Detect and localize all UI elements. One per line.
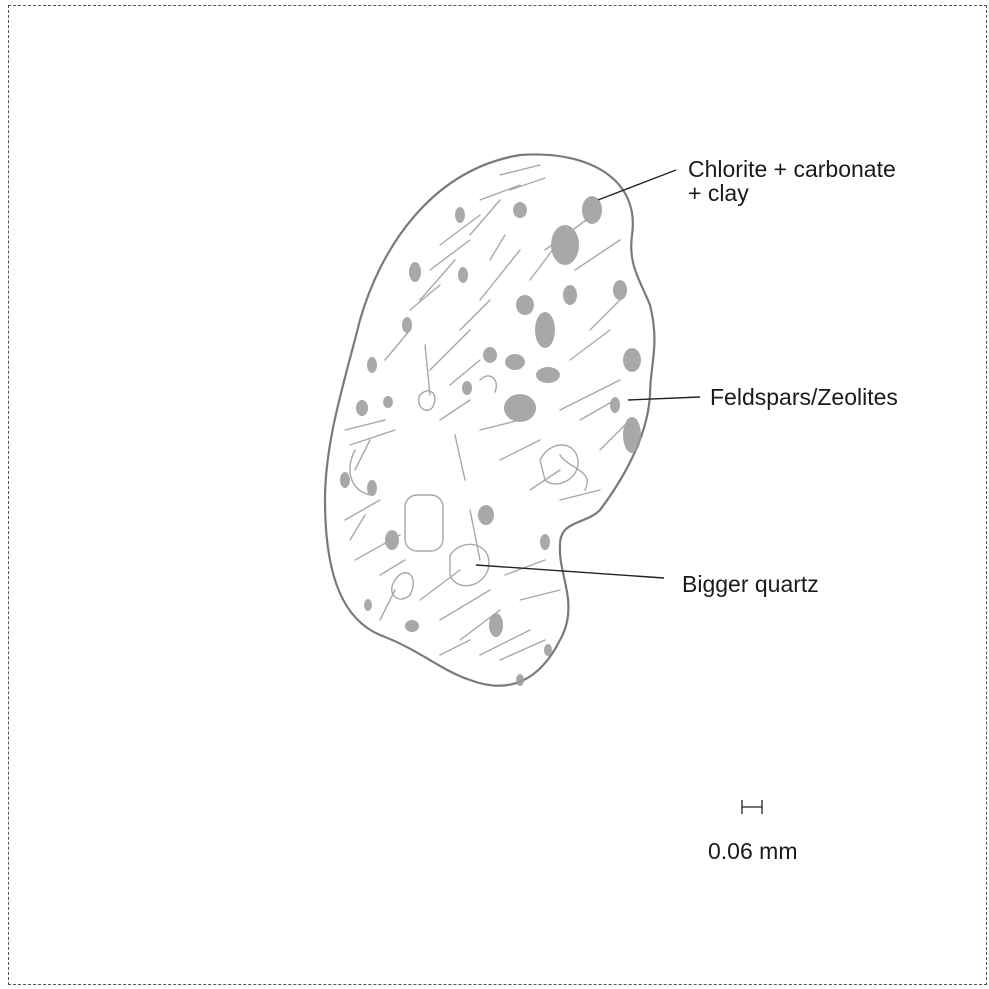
scale-bar-label: 0.06 mm (708, 839, 797, 863)
label-chlorite-line1: Chlorite + carbonate (688, 157, 896, 181)
leader-feldspar (628, 397, 700, 400)
label-chlorite-line2: + clay (688, 181, 896, 205)
grain-outline (325, 154, 654, 685)
label-quartz: Bigger quartz (682, 572, 819, 596)
leader-quartz (476, 565, 664, 578)
scale-bar (742, 800, 762, 814)
sketch-strokes (345, 165, 630, 660)
label-chlorite: Chlorite + carbonate + clay (688, 157, 896, 205)
label-feldspar: Feldspars/Zeolites (710, 385, 898, 409)
mineral-blobs (340, 196, 641, 686)
